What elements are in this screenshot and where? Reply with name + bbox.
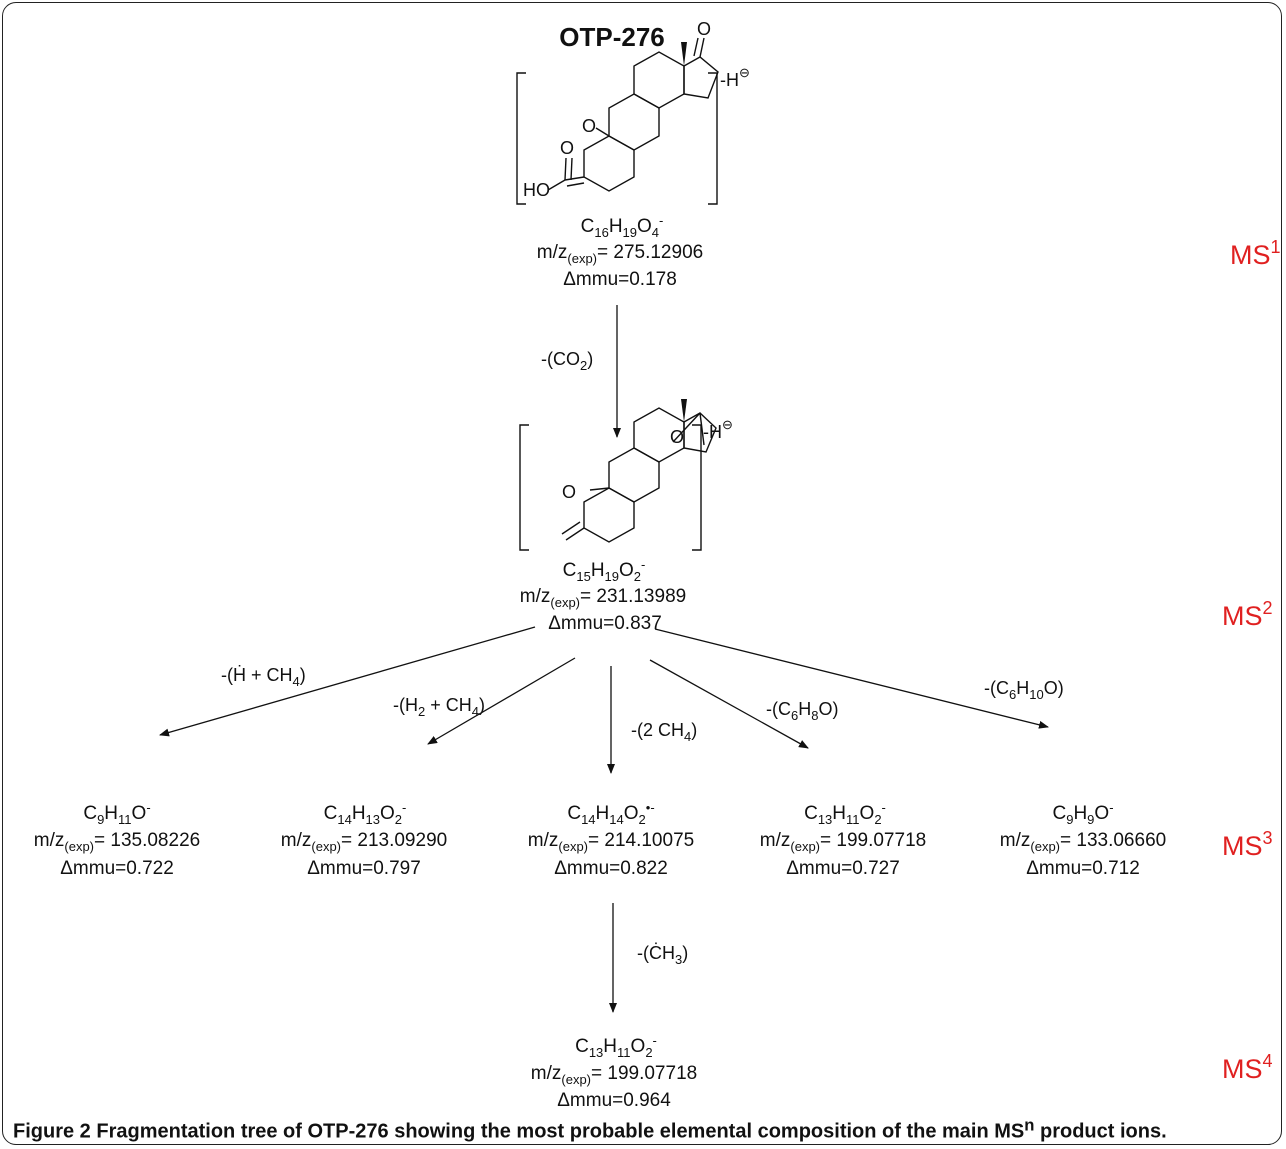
arrow-c6h10o (654, 628, 1049, 729)
atom-ho: HO (523, 180, 550, 200)
node-ms3-c: C14H14O2•- m/z(exp)= 214.10075 Δmmu=0.82… (528, 800, 694, 879)
bracket-charge: -H⊖ (720, 65, 750, 90)
svg-text:m/z(exp)= 213.09290: m/z(exp)= 213.09290 (281, 830, 447, 854)
mz-ms2: m/z(exp)= 231.13989 (520, 586, 686, 610)
node-ms3-e: C9H9O- m/z(exp)= 133.06660 Δmmu=0.712 (1000, 800, 1166, 879)
svg-text:C14H13O2-: C14H13O2- (324, 800, 407, 827)
parent-structure: -H⊖ O O O HO (516, 19, 750, 205)
left-bracket (516, 72, 526, 205)
svg-text:Δmmu=0.722: Δmmu=0.722 (60, 858, 174, 879)
loss-co2: -(CO2) (541, 349, 593, 373)
loss-c6h8o: -(C6H8O) (766, 699, 838, 723)
mz-parent: m/z(exp)= 275.12906 (537, 242, 703, 266)
figure-caption: Figure 2 Fragmentation tree of OTP-276 s… (13, 1115, 1167, 1144)
svg-text:Δmmu=0.712: Δmmu=0.712 (1026, 858, 1140, 879)
atom-o-d: O (697, 19, 711, 39)
ms2-structure: -H⊖ O O (519, 399, 733, 551)
svg-text:Δmmu=0.964: Δmmu=0.964 (557, 1090, 671, 1110)
svg-text:Δmmu=0.822: Δmmu=0.822 (554, 858, 668, 879)
svg-text:m/z(exp)= 135.08226: m/z(exp)= 135.08226 (34, 830, 200, 854)
svg-text:m/z(exp)= 199.07718: m/z(exp)= 199.07718 (531, 1063, 697, 1087)
svg-text:m/z(exp)= 214.10075: m/z(exp)= 214.10075 (528, 830, 694, 854)
arrow-h-ch4 (159, 626, 536, 737)
delta-ms2: Δmmu=0.837 (548, 613, 662, 634)
formula-ms2: C15H19O2- (563, 557, 646, 584)
caption-text: Fragmentation tree of OTP-276 showing th… (96, 1120, 1025, 1143)
right-bracket-2 (692, 424, 702, 551)
svg-text:C9H11O-: C9H11O- (83, 800, 150, 827)
node-ms3-d: C13H11O2- m/z(exp)= 199.07718 Δmmu=0.727 (760, 800, 926, 879)
loss-h-ch4: -(Ḣ + CH4) (221, 665, 306, 689)
svg-text:m/z(exp)= 199.07718: m/z(exp)= 199.07718 (760, 830, 926, 854)
level-ms4: MS4 (1222, 1051, 1273, 1084)
loss-c6h10o: -(C6H10O) (984, 678, 1064, 702)
atom-o-acid: O (560, 138, 574, 158)
arrow-h2-ch4 (427, 657, 576, 745)
node-ms3-a: C9H11O- m/z(exp)= 135.08226 Δmmu=0.722 (34, 800, 200, 879)
fragmentation-tree: OTP-276 -H⊖ O O O HO C16H19O4- (34, 19, 1281, 1110)
loss-h2-ch4: -(H2 + CH4) (393, 695, 485, 719)
node-parent: C16H19O4- m/z(exp)= 275.12906 Δmmu=0.178 (537, 213, 703, 290)
level-ms1: MS1 (1230, 237, 1281, 270)
caption-tail: product ions. (1034, 1120, 1167, 1143)
level-ms2: MS2 (1222, 598, 1273, 631)
bracket-charge-2: -H⊖ (703, 417, 733, 442)
svg-text:O: O (562, 482, 576, 502)
loss-ch3: -(ĊH3) (637, 942, 688, 967)
loss-2ch4: -(2 CH4) (631, 720, 697, 744)
caption-label: Figure 2 (13, 1120, 91, 1143)
svg-text:Δmmu=0.797: Δmmu=0.797 (307, 858, 421, 879)
level-ms3: MS3 (1222, 828, 1273, 861)
node-ms3-b: C14H13O2- m/z(exp)= 213.09290 Δmmu=0.797 (281, 800, 447, 879)
svg-text:C13H11O2-: C13H11O2- (804, 800, 886, 827)
formula-parent: C16H19O4- (581, 213, 664, 240)
arrow-c6h8o (649, 659, 809, 749)
node-ms2: C15H19O2- m/z(exp)= 231.13989 Δmmu=0.837 (520, 557, 686, 634)
svg-text:Δmmu=0.727: Δmmu=0.727 (786, 858, 900, 879)
svg-text:O: O (670, 427, 684, 447)
diagram-title: OTP-276 (559, 22, 665, 52)
svg-text:C9H9O-: C9H9O- (1052, 800, 1113, 827)
svg-text:C14H14O2•-: C14H14O2•- (567, 800, 654, 827)
svg-text:m/z(exp)= 133.06660: m/z(exp)= 133.06660 (1000, 830, 1166, 854)
node-ms4: C13H11O2- m/z(exp)= 199.07718 Δmmu=0.964 (531, 1033, 697, 1110)
atom-o-a: O (582, 116, 596, 136)
svg-text:C13H11O2-: C13H11O2- (575, 1033, 657, 1060)
left-bracket-2 (519, 424, 529, 551)
delta-parent: Δmmu=0.178 (563, 269, 677, 290)
caption-sup: n (1024, 1115, 1035, 1134)
right-bracket (708, 72, 718, 205)
